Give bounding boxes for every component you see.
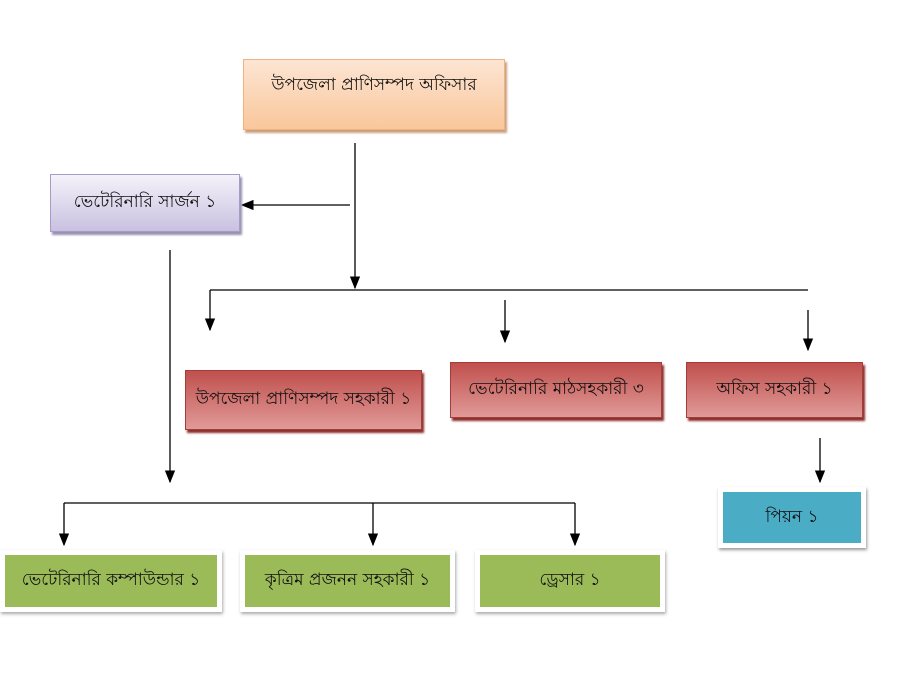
node-label: ভেটেরিনারি মাঠসহকারী ৩ <box>468 379 644 399</box>
node-label: অফিস সহকারী ১ <box>716 379 833 399</box>
node-label: ভেটেরিনারি কম্পাউন্ডার ১ <box>21 570 201 590</box>
node-label: উপজেলা প্রাণিসম্পদ সহকারী ১ <box>195 389 412 409</box>
node-ai-assistant: কৃত্রিম প্রজনন সহকারী ১ <box>240 550 455 612</box>
node-upazila-livestock-officer: উপজেলা প্রাণিসম্পদ অফিসার <box>243 59 505 130</box>
node-office-assistant: অফিস সহকারী ১ <box>686 362 863 418</box>
node-dresser: ড্রেসার ১ <box>475 550 665 612</box>
node-veterinary-compounder: ভেটেরিনারি কম্পাউন্ডার ১ <box>0 550 222 612</box>
node-label: ড্রেসার ১ <box>539 570 601 590</box>
node-veterinary-surgeon: ভেটেরিনারি সার্জন ১ <box>50 174 240 232</box>
node-label: ভেটেরিনারি সার্জন ১ <box>73 192 217 212</box>
node-peon: পিয়ন ১ <box>718 487 866 548</box>
node-veterinary-field-assistant: ভেটেরিনারি মাঠসহকারী ৩ <box>450 362 662 418</box>
node-livestock-assistant: উপজেলা প্রাণিসম্পদ সহকারী ১ <box>185 370 422 430</box>
node-label: উপজেলা প্রাণিসম্পদ অফিসার <box>271 75 477 95</box>
node-label: কৃত্রিম প্রজনন সহকারী ১ <box>264 570 431 590</box>
node-label: পিয়ন ১ <box>765 506 819 527</box>
